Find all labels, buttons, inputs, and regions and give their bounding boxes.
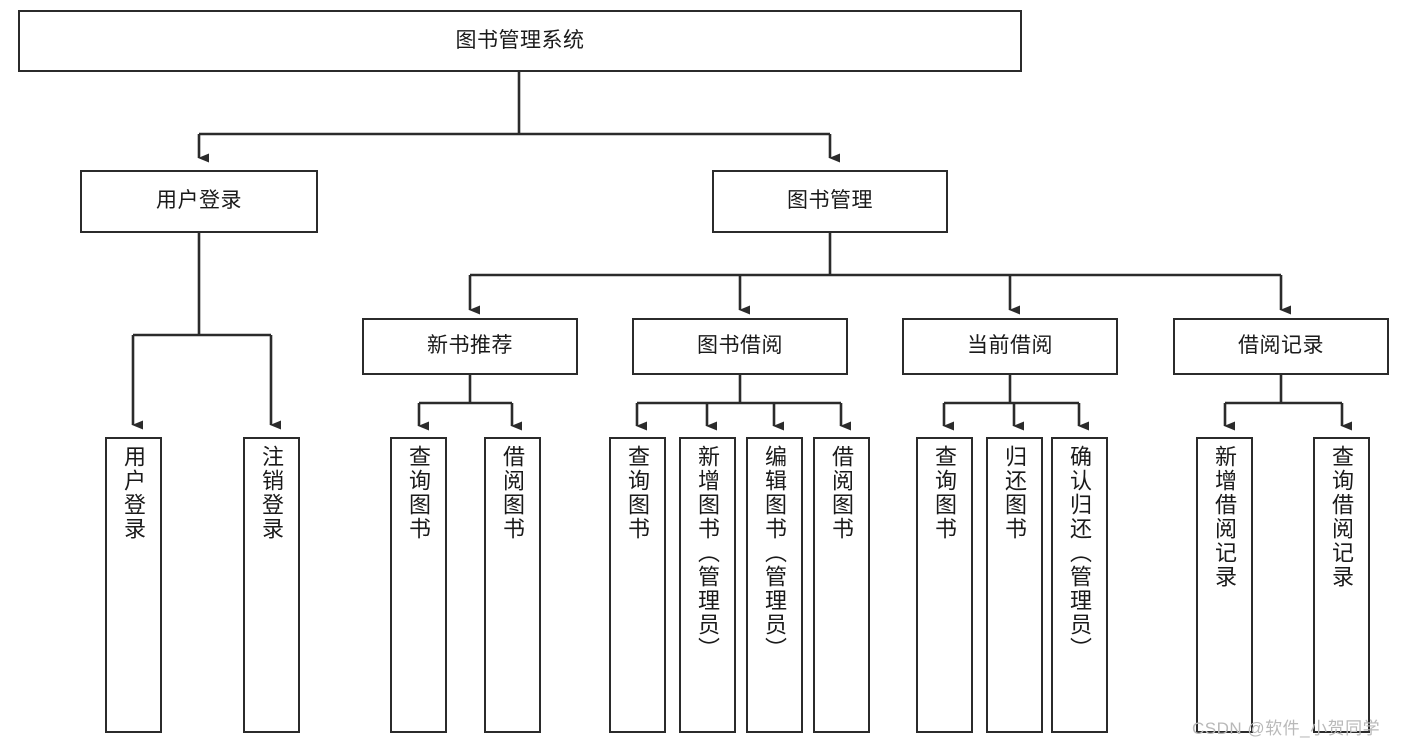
node-book-borrow[interactable]: 图书借阅 [632, 318, 848, 375]
leaf-query-book-1[interactable]: 查询图书 [390, 437, 447, 733]
leaf-confirm-return[interactable]: 确认归还（管理员） [1051, 437, 1108, 733]
leaf-query-book-1-label: 查询图书 [406, 445, 432, 541]
node-new-book-recommend[interactable]: 新书推荐 [362, 318, 578, 375]
leaf-borrow-book-2-label: 借阅图书 [829, 445, 855, 541]
leaf-add-book-label: 新增图书（管理员） [695, 445, 721, 661]
leaf-add-record[interactable]: 新增借阅记录 [1196, 437, 1253, 733]
leaf-add-book[interactable]: 新增图书（管理员） [679, 437, 736, 733]
leaf-borrow-book-2[interactable]: 借阅图书 [813, 437, 870, 733]
node-current-borrow-label: 当前借阅 [967, 334, 1053, 358]
leaf-return-book-label: 归还图书 [1002, 445, 1028, 541]
node-user-login[interactable]: 用户登录 [80, 170, 318, 233]
node-user-login-label: 用户登录 [156, 189, 242, 213]
leaf-user-logout-label: 注销登录 [259, 445, 285, 541]
leaf-add-record-label: 新增借阅记录 [1212, 445, 1238, 589]
node-current-borrow[interactable]: 当前借阅 [902, 318, 1118, 375]
node-book-manage[interactable]: 图书管理 [712, 170, 948, 233]
leaf-user-logout[interactable]: 注销登录 [243, 437, 300, 733]
leaf-query-record-label: 查询借阅记录 [1329, 445, 1355, 589]
leaf-edit-book[interactable]: 编辑图书（管理员） [746, 437, 803, 733]
leaf-borrow-book-1-label: 借阅图书 [500, 445, 526, 541]
node-book-borrow-label: 图书借阅 [697, 334, 783, 358]
leaf-query-book-3-label: 查询图书 [932, 445, 958, 541]
node-borrow-record-label: 借阅记录 [1238, 334, 1324, 358]
leaf-query-book-3[interactable]: 查询图书 [916, 437, 973, 733]
leaf-return-book[interactable]: 归还图书 [986, 437, 1043, 733]
leaf-borrow-book-1[interactable]: 借阅图书 [484, 437, 541, 733]
leaf-confirm-return-label: 确认归还（管理员） [1067, 445, 1093, 661]
leaf-user-login-label: 用户登录 [121, 445, 147, 541]
node-borrow-record[interactable]: 借阅记录 [1173, 318, 1389, 375]
node-book-manage-label: 图书管理 [787, 189, 873, 213]
leaf-user-login[interactable]: 用户登录 [105, 437, 162, 733]
node-root[interactable]: 图书管理系统 [18, 10, 1022, 72]
leaf-query-book-2-label: 查询图书 [625, 445, 651, 541]
leaf-query-book-2[interactable]: 查询图书 [609, 437, 666, 733]
leaf-edit-book-label: 编辑图书（管理员） [762, 445, 788, 661]
node-new-book-recommend-label: 新书推荐 [427, 334, 513, 358]
watermark: CSDN @软件_小贺同学 [1192, 719, 1381, 738]
node-root-label: 图书管理系统 [455, 28, 585, 52]
leaf-query-record[interactable]: 查询借阅记录 [1313, 437, 1370, 733]
